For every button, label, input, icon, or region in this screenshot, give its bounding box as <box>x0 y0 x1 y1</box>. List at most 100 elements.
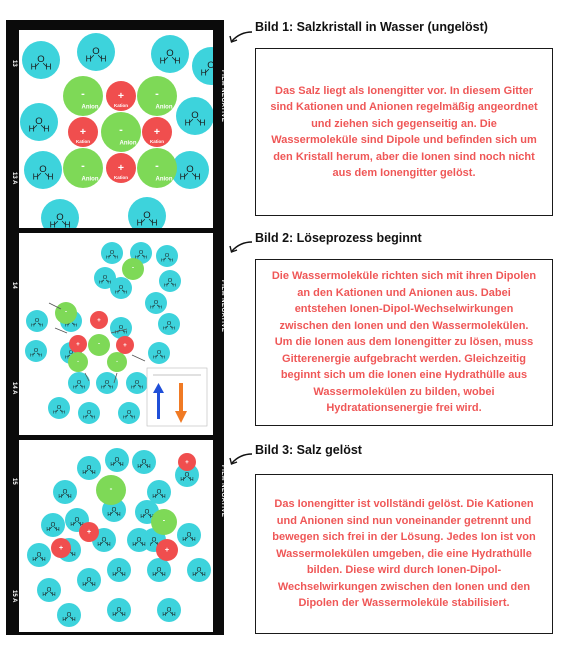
oxygen-atom-label: O <box>167 321 172 327</box>
hydrogen-atom-label: H <box>112 612 116 618</box>
oxygen-atom-label: O <box>165 253 170 259</box>
hydrogen-atom-label: H <box>194 172 200 182</box>
section-1-text: Das Salz liegt als Ionengitter vor. In d… <box>270 84 538 180</box>
oxygen-atom-label: O <box>135 380 140 386</box>
hydrogen-atom-label: H <box>117 512 121 518</box>
frame-number: 13 <box>11 60 17 67</box>
hydrogen-atom-label: H <box>92 470 96 476</box>
hydrogen-atom-label: H <box>185 118 191 128</box>
kation: + <box>79 522 99 542</box>
oxygen-atom-label: O <box>168 278 173 284</box>
oxygen-atom-label: O <box>51 522 56 528</box>
plus-sign: + <box>165 545 170 554</box>
film-strip: OHHOHHOHHOHHOHHOHHOHHOHHOHHOHH-Anion+Kat… <box>6 20 226 635</box>
energy-diagram <box>146 367 208 427</box>
hydrogen-atom-label: H <box>42 592 46 598</box>
oxygen-atom-label: O <box>34 348 39 354</box>
hydrogen-atom-label: H <box>140 385 144 391</box>
motion-arrow <box>84 372 90 382</box>
oxygen-atom-label: O <box>39 164 46 175</box>
hydrogen-atom-label: H <box>100 54 106 64</box>
hydrogen-atom-label: H <box>72 552 76 558</box>
hydrogen-atom-label: H <box>172 326 176 332</box>
hydrogen-atom-label: H <box>45 62 51 72</box>
kation-label: Kation <box>114 175 128 180</box>
curved-arrow-icon <box>229 241 253 253</box>
hydrogen-atom-label: H <box>152 494 156 500</box>
plus-sign: + <box>80 126 86 138</box>
minus-sign: - <box>110 484 113 493</box>
hydrogen-atom-label: H <box>33 172 39 182</box>
hydrogen-atom-label: H <box>164 283 168 289</box>
hydrogen-atom-label: H <box>163 326 167 332</box>
frame-number: 15 A <box>11 590 17 603</box>
hydrogen-atom-label: H <box>65 323 69 329</box>
oxygen-atom-label: O <box>92 46 99 57</box>
anion: -Anion <box>101 112 141 152</box>
hydrogen-atom-label: H <box>159 305 163 311</box>
kation: + <box>156 539 178 561</box>
frame-number: 14 <box>11 282 17 289</box>
hydrogen-atom-label: H <box>72 617 76 623</box>
hydrogen-atom-label: H <box>162 494 166 500</box>
minus-sign: - <box>155 160 159 172</box>
section-2-heading: Bild 2: Löseprozess beginnt <box>255 231 422 245</box>
hydrogen-atom-label: H <box>190 477 194 483</box>
hydrogen-atom-label: H <box>192 537 196 543</box>
oxygen-atom-label: O <box>87 465 92 471</box>
hydrogen-atom-label: H <box>182 537 186 543</box>
oxygen-atom-label: O <box>157 567 162 573</box>
hydrogen-atom-label: H <box>101 385 105 391</box>
section-3-text: Das Ionengitter ist vollständi gelöst. D… <box>272 498 536 610</box>
oxygen-atom-label: O <box>87 577 92 583</box>
plus-sign: + <box>87 529 91 536</box>
section-3-heading: Bild 3: Salz gelöst <box>255 443 362 457</box>
plus-sign: + <box>123 342 127 349</box>
hydrogen-atom-label: H <box>82 385 86 391</box>
hydrogen-atom-label: H <box>151 218 157 228</box>
hydrogen-atom-label: H <box>52 592 56 598</box>
hydrogen-atom-label: H <box>99 280 103 286</box>
kation: +Kation <box>106 81 136 111</box>
oxygen-atom-label: O <box>127 410 132 416</box>
hydrogen-atom-label: H <box>110 385 114 391</box>
minus-sign: - <box>132 266 134 272</box>
hydrogen-atom-label: H <box>86 54 92 64</box>
oxygen-atom-label: O <box>139 250 144 256</box>
hydrogen-atom-label: H <box>144 255 148 261</box>
anion: - <box>55 302 77 324</box>
hydrogen-atom-label: H <box>162 612 166 618</box>
hydrogen-atom-label: H <box>140 514 144 520</box>
oxygen-atom-label: O <box>77 380 82 386</box>
hydrogen-atom-label: H <box>80 522 84 528</box>
hydrogen-atom-label: H <box>70 522 74 528</box>
anion: -Anion <box>137 148 177 188</box>
hydrogen-atom-label: H <box>46 527 50 533</box>
oxygen-atom-label: O <box>110 250 115 256</box>
anion: - <box>68 352 88 372</box>
hydrogen-atom-label: H <box>173 283 177 289</box>
hydrogen-atom-label: H <box>137 218 143 228</box>
anion: - <box>122 258 144 280</box>
section-1-heading: Bild 1: Salzkristall in Wasser (ungelöst… <box>255 20 488 34</box>
hydrogen-atom-label: H <box>152 572 156 578</box>
hydrogen-atom-label: H <box>153 355 157 361</box>
section-3-textbox: Das Ionengitter ist vollständi gelöst. D… <box>255 474 553 634</box>
